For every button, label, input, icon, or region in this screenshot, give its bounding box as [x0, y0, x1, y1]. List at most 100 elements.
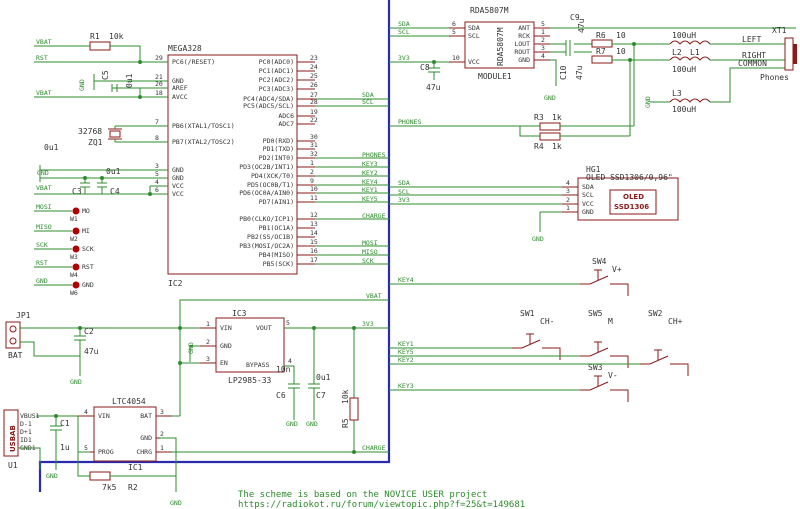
mega-right-pin-number: 12	[310, 211, 318, 219]
mega-left-pin-number: 8	[155, 134, 159, 142]
mega-right-pin-label: PB5(SCK)	[263, 260, 294, 268]
net-label-key3-mega: KEY3	[362, 160, 378, 168]
switch-actuator	[594, 341, 602, 352]
test-pad	[72, 227, 80, 235]
r3-value: 1k	[552, 113, 562, 122]
switch-actuator	[594, 375, 602, 386]
net-label-gnd-rda: GND	[544, 94, 556, 102]
mega-right-pin-label: PD6(OC0A/AIN0)	[239, 189, 294, 197]
mega-right-pin-label: PB1(OC1A)	[259, 224, 294, 232]
mega-left-pin-number: 29	[155, 54, 163, 62]
rda-right-pin-number: 3	[541, 44, 545, 52]
mega-left-pin-number: 5	[155, 170, 159, 178]
net-label-scl-oled: SCL	[398, 188, 410, 196]
mega328-ref: IC2	[168, 279, 183, 288]
mega-right-pin-number: 2	[310, 168, 314, 176]
net-label-gnd-c2: GND	[70, 378, 82, 386]
capacitor-c9-c10	[565, 40, 571, 56]
mega-right-pin-label: PB0(CLKO/ICP1)	[239, 215, 294, 223]
usb-gnd-wire	[18, 447, 41, 470]
mega-right-pin-label: PD1(TXD)	[263, 145, 294, 153]
footer-line-2: https://radiokot.ru/forum/viewtopic.php?…	[238, 500, 525, 509]
switch-contact	[640, 355, 689, 376]
mega-right-pin-label: PC5(ADC5/SCL)	[243, 102, 294, 110]
pad-ref: W1	[70, 215, 78, 223]
net-label-key4-mega: KEY4	[362, 178, 378, 186]
c5-ref: C5	[101, 70, 110, 80]
net-label-charge-power: CHARGE	[362, 444, 386, 452]
ldo-pin-label: VIN	[220, 324, 232, 332]
resistor-r1	[89, 41, 111, 51]
l1-ref: L1	[690, 48, 700, 57]
net-label-sda-oled: SDA	[398, 179, 410, 187]
test-pad	[72, 281, 80, 289]
ldo-pin-label: GND	[220, 342, 232, 350]
net-label-mosi-mega: MOSI	[362, 239, 378, 247]
rda-right-pin-number: 1	[541, 28, 545, 36]
mega-right-pin-number: 1	[310, 159, 314, 167]
rda-wiring: SDA SCL 3V3 C8 47u C9 47u C10 47u GND R6…	[389, 13, 797, 136]
switch-actuator	[526, 333, 534, 344]
l2-value: 100uH	[672, 65, 696, 74]
charger-right-pin-number: 2	[160, 430, 164, 438]
net-label-key5-mega: KEY5	[362, 195, 378, 203]
mega-right-pin-number: 17	[310, 256, 318, 264]
net-label-key2: KEY2	[398, 356, 414, 364]
rda-right-pin-label: GND	[518, 56, 530, 64]
rda5807m-name: RDA5807M	[470, 6, 509, 15]
charger-right-pin-number: 1	[160, 444, 164, 452]
xt1-right: RIGHT	[742, 51, 766, 60]
charger-right-pin-label: BAT	[140, 412, 152, 420]
mega-left-pin-number: 20	[155, 80, 163, 88]
switch-ref: SW4	[592, 257, 607, 266]
r3-ref: R3	[534, 113, 544, 122]
rda-left-pin-number: 6	[452, 20, 456, 28]
mega-right-pin-label: ADC6	[278, 112, 294, 120]
net-label-miso-mega: MISO	[362, 248, 378, 256]
rda-left-pin-label: SCL	[468, 32, 480, 40]
xt1-left: LEFT	[742, 35, 761, 44]
rda-right-pin-label: LOUT	[514, 40, 530, 48]
usb-pin-label: ID1	[20, 436, 32, 444]
c9-ref: C9	[570, 13, 580, 22]
mega-right-pin-label: ADC7	[278, 120, 294, 128]
mega-right-pin-label: PC2(ADC2)	[259, 76, 294, 84]
c8-value: 47u	[426, 83, 441, 92]
pad-net-label: MOSI	[36, 203, 52, 211]
switch-label: M	[608, 317, 613, 326]
mega-right-pin-number: 24	[310, 63, 318, 71]
oled-pin-label: SDA	[582, 183, 594, 191]
c7-value: 0u1	[316, 373, 331, 382]
c6-ref: C6	[276, 391, 286, 400]
r7-ref: R7	[596, 47, 606, 56]
pad-net-label: SCK	[36, 241, 48, 249]
l3-value: 100uH	[672, 105, 696, 114]
mega-right-pin-label: PD3(OC2B/INT1)	[239, 163, 294, 171]
pad-label: RST	[82, 263, 94, 271]
prog-wire	[77, 451, 90, 476]
oled-pin-number: 4	[566, 179, 570, 187]
c2-ref: C2	[84, 327, 94, 336]
charger-right-pin-label: CHRG	[136, 448, 152, 456]
r6-ref: R6	[596, 31, 606, 40]
ldo-name: LP2985-33	[228, 376, 272, 385]
net-label-scl-mega: SCL	[362, 98, 374, 106]
mega-left-pin-label: GND	[172, 166, 184, 174]
net-label-rst: RST	[36, 54, 48, 62]
xt1-value: Phones	[760, 73, 789, 82]
oled-pin-label: VCC	[582, 200, 594, 208]
c4-value: 0u1	[106, 167, 121, 176]
l1-value: 100uH	[672, 31, 696, 40]
c3-ref: C3	[72, 187, 82, 196]
inductor-l1	[669, 40, 711, 45]
mega-right-pin-label: PD4(XCK/T0)	[251, 172, 294, 180]
mega-right-pin-label: PD2(INT0)	[259, 154, 294, 162]
charger-left-pin-number: 5	[84, 444, 88, 452]
oled-pin-number: 3	[566, 187, 570, 195]
mega-right-pin-number: 30	[310, 133, 318, 141]
xt1-common: COMMON	[738, 59, 767, 68]
mega-right-pin-label: PD7(AIN1)	[259, 198, 294, 206]
